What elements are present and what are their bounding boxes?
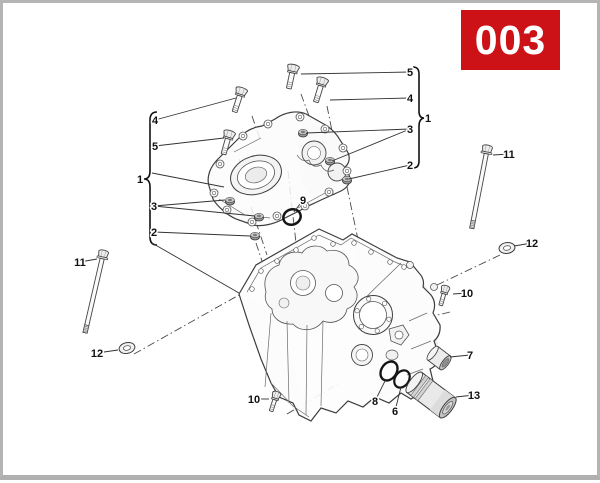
filter-mount-boss [385,349,399,361]
bolt-item10-right [438,284,451,307]
nut-item3-b [325,157,335,166]
callout-6-leader [394,386,402,412]
callout-9-leader [293,199,304,213]
callout-11-leader [492,153,510,156]
table-number-badge: 003 [461,10,560,70]
callout-number-2: 2 [407,160,413,172]
assembly-bracket-left-leaders [151,172,240,294]
callout-number-1: 1 [137,174,143,186]
callout-7-leader [449,354,471,358]
callout-4-leader [329,97,411,101]
callout-number-2: 2 [151,227,157,239]
callout-number-11: 11 [74,257,86,269]
upper-cover-part [207,111,352,227]
callout-8-leader [374,378,387,402]
callout-4-leader [154,97,237,121]
nut-item3-d [254,213,264,222]
callout-number-6: 6 [392,406,398,418]
nut-item3-c [225,197,235,206]
bearing-bolt-holes [354,296,392,334]
bolt-item5-left [220,129,236,156]
bushing-item7 [426,345,452,371]
callout-number-10: 10 [248,394,260,406]
callout-2-leader [348,164,411,180]
stud-boss [406,261,414,269]
callout-13-leader [455,394,475,398]
callout-number-10: 10 [461,288,473,300]
stud-item11-left [82,249,109,334]
callout-3-leader [305,128,411,134]
callout-number-13: 13 [468,390,480,402]
callout-12-leader [96,349,119,354]
nut-item2-left [250,232,260,241]
stud-boss [430,283,438,291]
callout-number-7: 7 [467,350,473,362]
callout-number-11: 11 [503,149,515,161]
callout-number-8: 8 [372,396,378,408]
callout-12-leader [513,242,533,247]
stud-item11-right [469,144,493,230]
bolt-item4-right [313,76,329,104]
cover-main-bore [230,154,282,196]
o-ring-item6 [393,369,411,389]
fasteners [82,63,516,413]
callout-5-leader [300,71,411,75]
gasket-face-holes [249,235,407,292]
cover-bolt-bosses [209,112,352,227]
callout-number-4: 4 [152,115,159,127]
callout-3-leader [153,205,256,217]
washer-item12-right [498,242,516,254]
oil-filter-item13 [405,371,457,419]
callout-2-leader [153,231,251,237]
crankcase-main-bearing-bore [353,295,393,335]
nut-item3-a [298,129,308,138]
callout-number-1: 1 [425,113,431,125]
callout-11-leader [79,258,98,263]
callout-10-leader [452,292,468,295]
callout-number-3: 3 [151,201,157,213]
callout-number-5: 5 [407,67,413,79]
callout-number-9: 9 [300,195,306,207]
callout-number-3: 3 [407,124,413,136]
bolt-item5-right [286,63,300,90]
assembly-brace-right [412,66,425,169]
callout-number-4: 4 [407,93,414,105]
callout-number-12: 12 [91,348,103,360]
callout-3-leader [331,128,411,162]
washer-item12-left [118,341,136,355]
bolt-item4-left [231,86,248,113]
callout-5-leader [154,137,225,147]
assembly-bracket-left [143,111,158,246]
callout-number-12: 12 [526,238,538,250]
bolt-item10-left [269,390,282,413]
crankcase-half-part [238,228,441,422]
nut-item2-right [342,176,352,185]
callout-3-leader [153,199,226,207]
o-ring-item9 [282,208,302,226]
callout-number-5: 5 [152,141,158,153]
